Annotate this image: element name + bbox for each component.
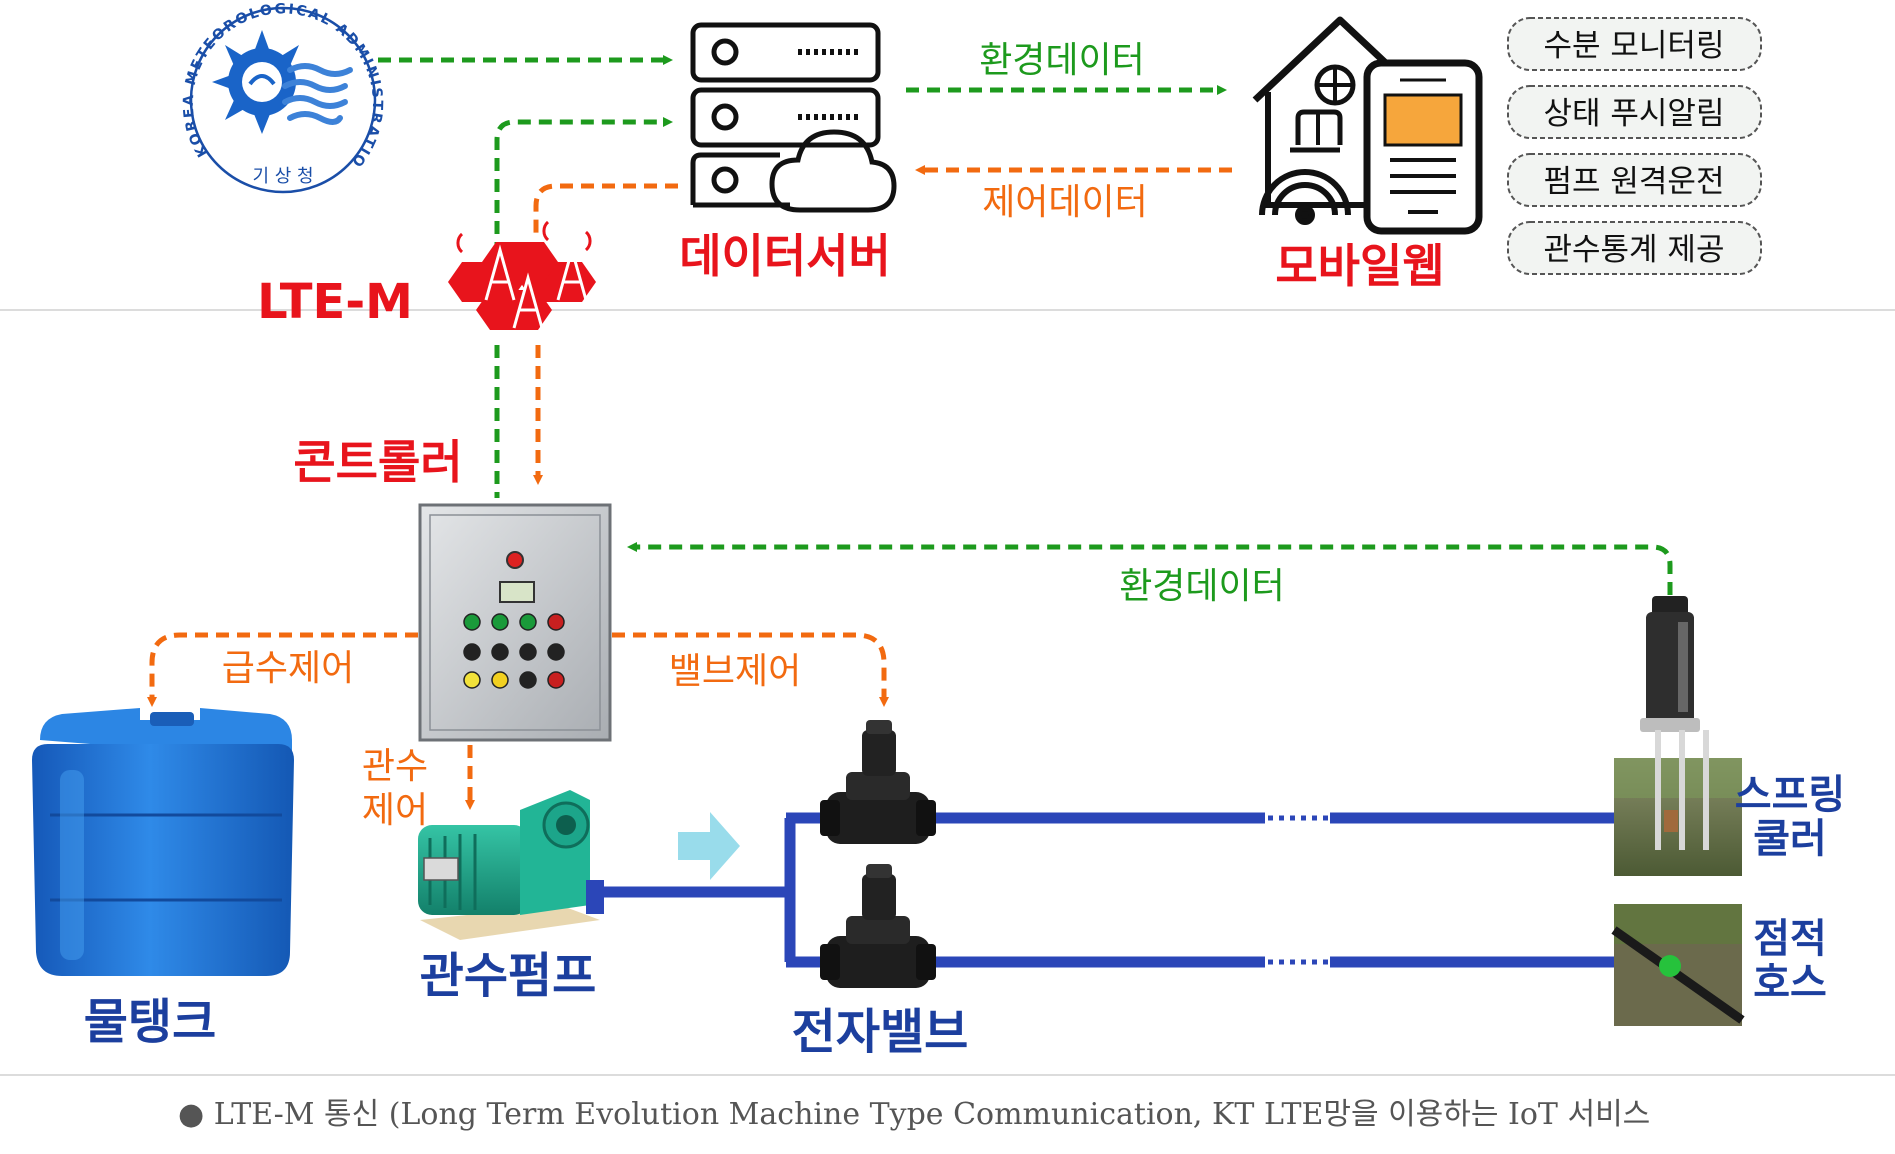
bottom-flow-arrows bbox=[147, 542, 1673, 810]
server-to-lte-arrow bbox=[533, 183, 678, 240]
solenoid-valve-image bbox=[820, 864, 936, 988]
feature-pill: 관수통계 제공 bbox=[1507, 221, 1762, 275]
sprinkler-label-line2: 쿨러 bbox=[1753, 816, 1827, 862]
feature-list: 수분 모니터링 상태 푸시알림 펌프 원격운전 관수통계 제공 bbox=[1507, 17, 1762, 275]
controller-box bbox=[418, 503, 612, 742]
soil-sensor-image bbox=[1640, 596, 1700, 732]
feature-pill: 수분 모니터링 bbox=[1507, 17, 1762, 71]
sun-icon bbox=[212, 30, 299, 134]
pipe-break-dots bbox=[1268, 815, 1328, 965]
solenoid-valve-image bbox=[820, 720, 936, 844]
lte-to-server-arrow bbox=[494, 117, 673, 255]
controller-label: 콘트롤러 bbox=[293, 435, 462, 489]
env-data-bottom-label: 환경데이터 bbox=[1119, 566, 1285, 607]
supply-control-label: 급수제어 bbox=[222, 648, 354, 689]
water-tank-label: 물탱크 bbox=[84, 994, 216, 1050]
solenoid-valve-label: 전자밸브 bbox=[792, 1004, 969, 1060]
irrigation-pump-label: 관수펌프 bbox=[420, 948, 597, 1004]
logo-bottom-text: 기 상 청 bbox=[252, 166, 313, 187]
flow-direction-icon bbox=[678, 812, 740, 880]
feature-label: 상태 푸시알림 bbox=[1544, 96, 1725, 132]
top-flow-arrows bbox=[378, 55, 1232, 498]
data-server-label: 데이터서버 bbox=[679, 229, 891, 283]
feature-pill: 상태 푸시알림 bbox=[1507, 85, 1762, 139]
supply-control-arrow bbox=[147, 632, 418, 707]
env-data-top-label: 환경데이터 bbox=[979, 40, 1145, 81]
caption: ● LTE-M 통신 (Long Term Evolution Machine … bbox=[178, 1097, 1650, 1132]
server-icon bbox=[690, 22, 897, 213]
mobile-web-label: 모바일웹 bbox=[1275, 239, 1444, 293]
feature-label: 펌프 원격운전 bbox=[1544, 164, 1725, 200]
wave-icon bbox=[282, 63, 353, 125]
drip-hose-label-line2: 호스 bbox=[1753, 960, 1827, 1006]
kma-logo: KOREA METEOROLOGICAL ADMINISTRATION 기 상 … bbox=[0, 0, 385, 194]
irrigation-pump-image bbox=[418, 790, 604, 940]
lte-tower-icon bbox=[448, 220, 596, 330]
water-tank-image bbox=[32, 708, 294, 976]
lte-m-label: LTE-M bbox=[257, 274, 413, 330]
drip-hose-label-line1: 점적 bbox=[1753, 916, 1827, 962]
irrigation-control-label-line2: 제어 bbox=[362, 790, 428, 831]
sprinkler-image bbox=[1614, 730, 1742, 876]
sensor-to-controller-arrow bbox=[627, 542, 1673, 595]
mobile-home-icon bbox=[1252, 16, 1483, 235]
svg-text:KOREA METEOROLOGICAL ADMINISTR: KOREA METEOROLOGICAL ADMINISTRATION bbox=[0, 0, 385, 171]
water-pipes bbox=[600, 812, 1615, 968]
control-data-label: 제어데이터 bbox=[982, 182, 1148, 223]
logo-ring-text: KOREA METEOROLOGICAL ADMINISTRATION bbox=[0, 0, 383, 171]
wifi-icon bbox=[1259, 169, 1351, 225]
irrigation-control-label-line1: 관수 bbox=[362, 746, 428, 787]
feature-pill: 펌프 원격운전 bbox=[1507, 153, 1762, 207]
valve-control-label: 밸브제어 bbox=[669, 651, 801, 692]
feature-label: 관수통계 제공 bbox=[1544, 232, 1725, 268]
drip-hose-image bbox=[1611, 904, 1745, 1026]
feature-label: 수분 모니터링 bbox=[1544, 28, 1725, 64]
sprinkler-label-line1: 스프링 bbox=[1735, 772, 1845, 818]
